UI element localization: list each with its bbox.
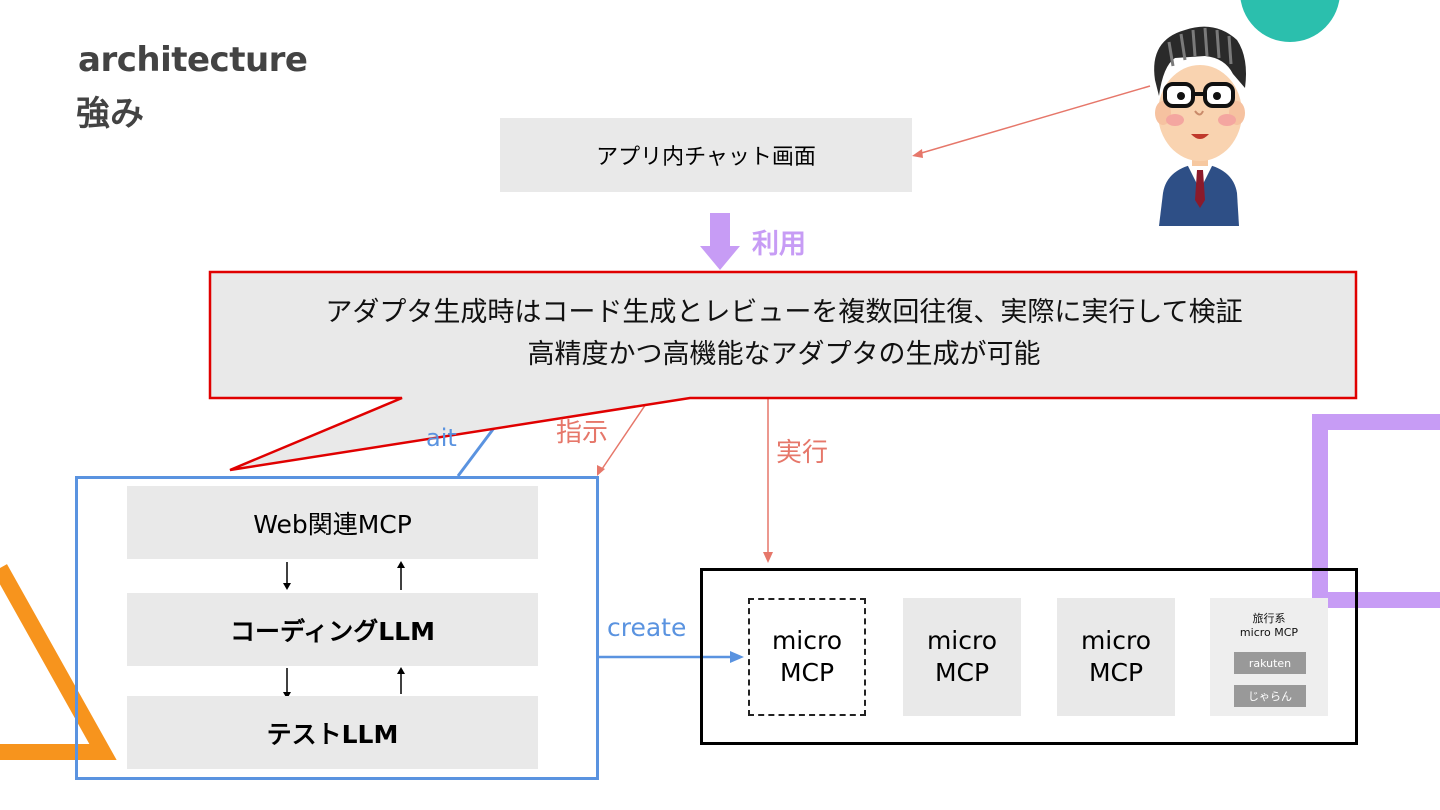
chat-screen-box: アプリ内チャット画面 [500, 118, 912, 192]
slide-title-en: architecture [78, 40, 308, 80]
web-to-coding-arrow [283, 583, 291, 590]
web-mcp-box: Web関連MCP [127, 486, 538, 559]
callout-line-2: 高精度かつ高機能なアダプタの生成が可能 [527, 339, 1041, 370]
micro-mcp-box-new: micro MCP [748, 598, 866, 716]
micro-mcp-line2: MCP [779, 658, 835, 687]
test-to-coding-arrow [397, 667, 405, 674]
down-arrow-icon [700, 213, 740, 270]
hidden-partial-label: ait [426, 424, 457, 452]
coding-llm-box: コーディングLLM [127, 593, 538, 666]
micro-mcp-box: micro MCP [1057, 598, 1175, 716]
create-label: create [607, 613, 687, 642]
callout-text: アダプタ生成時はコード生成とレビューを複数回往復、実際に実行して検証 高精度かつ… [212, 292, 1356, 376]
instruct-arrow [599, 397, 651, 473]
travel-mcp-title: 旅行系 micro MCP [1210, 612, 1328, 640]
travel-mcp-subtitle: micro MCP [1239, 626, 1299, 639]
micro-mcp-line2: MCP [1088, 658, 1144, 687]
test-llm-box: テストLLM [127, 696, 538, 769]
rakuten-chip: rakuten [1234, 652, 1306, 674]
instruct-arrowhead [597, 465, 605, 476]
orange-triangle-decoration [0, 564, 117, 760]
jalan-chip: じゃらん [1234, 685, 1306, 707]
execute-label: 実行 [776, 438, 829, 468]
callout-bubble [208, 270, 1358, 472]
coding-to-test-arrow [283, 692, 291, 699]
instruct-label: 指示 [556, 418, 609, 448]
travel-mcp-box: 旅行系 micro MCP rakuten じゃらん [1210, 598, 1328, 716]
purple-bracket-decoration [1312, 414, 1440, 608]
micro-mcp-frame [700, 568, 1358, 745]
businessman-icon [1154, 26, 1246, 226]
coding-to-web-arrow [397, 561, 405, 568]
callout-line-1: アダプタ生成時はコード生成とレビューを複数回往復、実際に実行して検証 [325, 297, 1243, 328]
micro-mcp-line1: micro [1080, 626, 1152, 655]
micro-mcp-line1: micro [926, 626, 998, 655]
slide-title-jp: 強み [76, 94, 144, 134]
pipeline-frame [75, 476, 599, 780]
micro-mcp-line2: MCP [934, 658, 990, 687]
user-to-chat-arrow [917, 85, 1151, 155]
travel-mcp-title-line: 旅行系 [1252, 612, 1286, 625]
micro-mcp-box: micro MCP [903, 598, 1021, 716]
user-to-chat-arrowhead [912, 149, 923, 158]
micro-mcp-line1: micro [771, 626, 843, 655]
create-arrowhead [730, 651, 744, 663]
use-label: 利用 [752, 229, 806, 260]
execute-arrowhead [763, 552, 773, 563]
